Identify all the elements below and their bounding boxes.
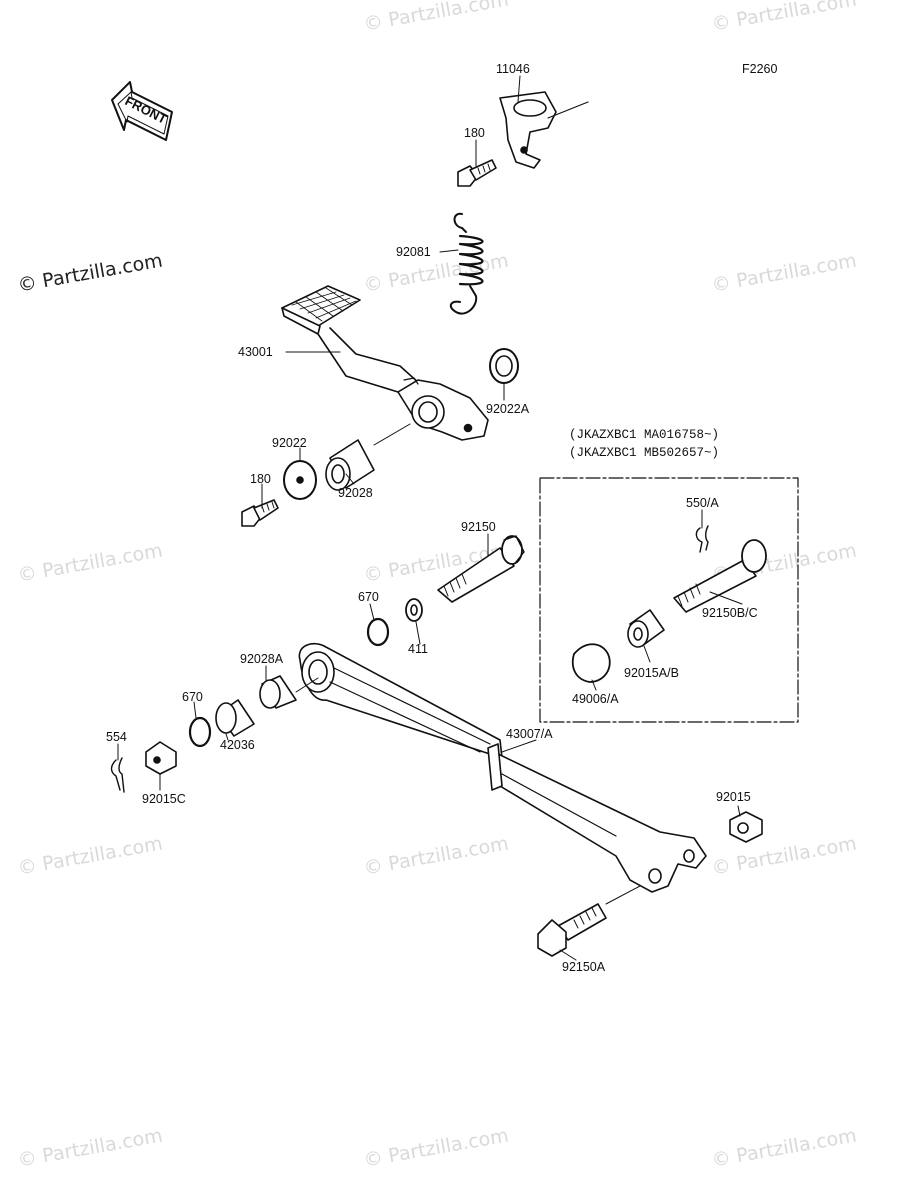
part-label-43007A: 43007/A [506, 727, 553, 741]
part-label-92150BC: 92150B/C [702, 606, 758, 620]
circlip-670-b [188, 716, 212, 748]
part-label-670-b: 670 [182, 690, 203, 704]
nut-92015C [145, 741, 177, 775]
washer-92022 [283, 460, 317, 500]
part-label-550A: 550/A [686, 496, 719, 510]
part-label-92150A: 92150A [562, 960, 606, 974]
variant-inset-box [539, 477, 799, 723]
part-label-670-a: 670 [358, 590, 379, 604]
part-label-180-left: 180 [250, 472, 271, 486]
part-label-554: 554 [106, 730, 127, 744]
nut-92015 [729, 811, 763, 843]
rod-43007A [298, 642, 707, 893]
part-label-92028A: 92028A [240, 652, 284, 666]
washer-92022A [489, 348, 519, 384]
part-label-11046: 11046 [496, 62, 530, 76]
front-arrow-icon: FRONT [111, 81, 173, 141]
variant-note-2: (JKAZXBC1 MB502657~) [569, 446, 720, 460]
bolt-180-left [241, 499, 279, 527]
cotter-pin-550A [695, 525, 709, 553]
part-label-180-top: 180 [464, 126, 485, 140]
part-label-49006A: 49006/A [572, 692, 619, 706]
part-label-411: 411 [408, 642, 428, 656]
cap-49006A [571, 643, 611, 683]
collar-92028 [325, 423, 411, 491]
part-label-92150: 92150 [461, 520, 496, 534]
bolt-92150A [537, 885, 641, 957]
part-label-92022A: 92022A [486, 402, 530, 416]
part-label-92081: 92081 [396, 245, 431, 259]
bolt-92150 [437, 535, 525, 603]
washer-411 [405, 598, 423, 622]
part-label-92015: 92015 [716, 790, 751, 804]
bolt-92150BC [673, 539, 767, 613]
cotter-pin-554 [110, 757, 125, 793]
brake-pedal-43001 [281, 285, 489, 441]
part-label-92015C: 92015C [142, 792, 186, 806]
part-label-92022: 92022 [272, 436, 307, 450]
spring-92081 [449, 212, 484, 315]
bolt-180-top [457, 159, 497, 187]
part-label-92028: 92028 [338, 486, 373, 500]
collar-92028A [259, 675, 319, 709]
part-label-42036: 42036 [220, 738, 255, 752]
variant-note-1: (JKAZXBC1 MA016758~) [569, 428, 720, 442]
collar-92015AB [627, 609, 665, 648]
diagram-code: F2260 [742, 62, 778, 76]
circlip-670-a [366, 617, 390, 647]
part-label-43001: 43001 [238, 345, 273, 359]
part-label-92015AB: 92015A/B [624, 666, 679, 680]
collar-42036 [215, 699, 255, 737]
bracket-11046 [499, 91, 589, 169]
